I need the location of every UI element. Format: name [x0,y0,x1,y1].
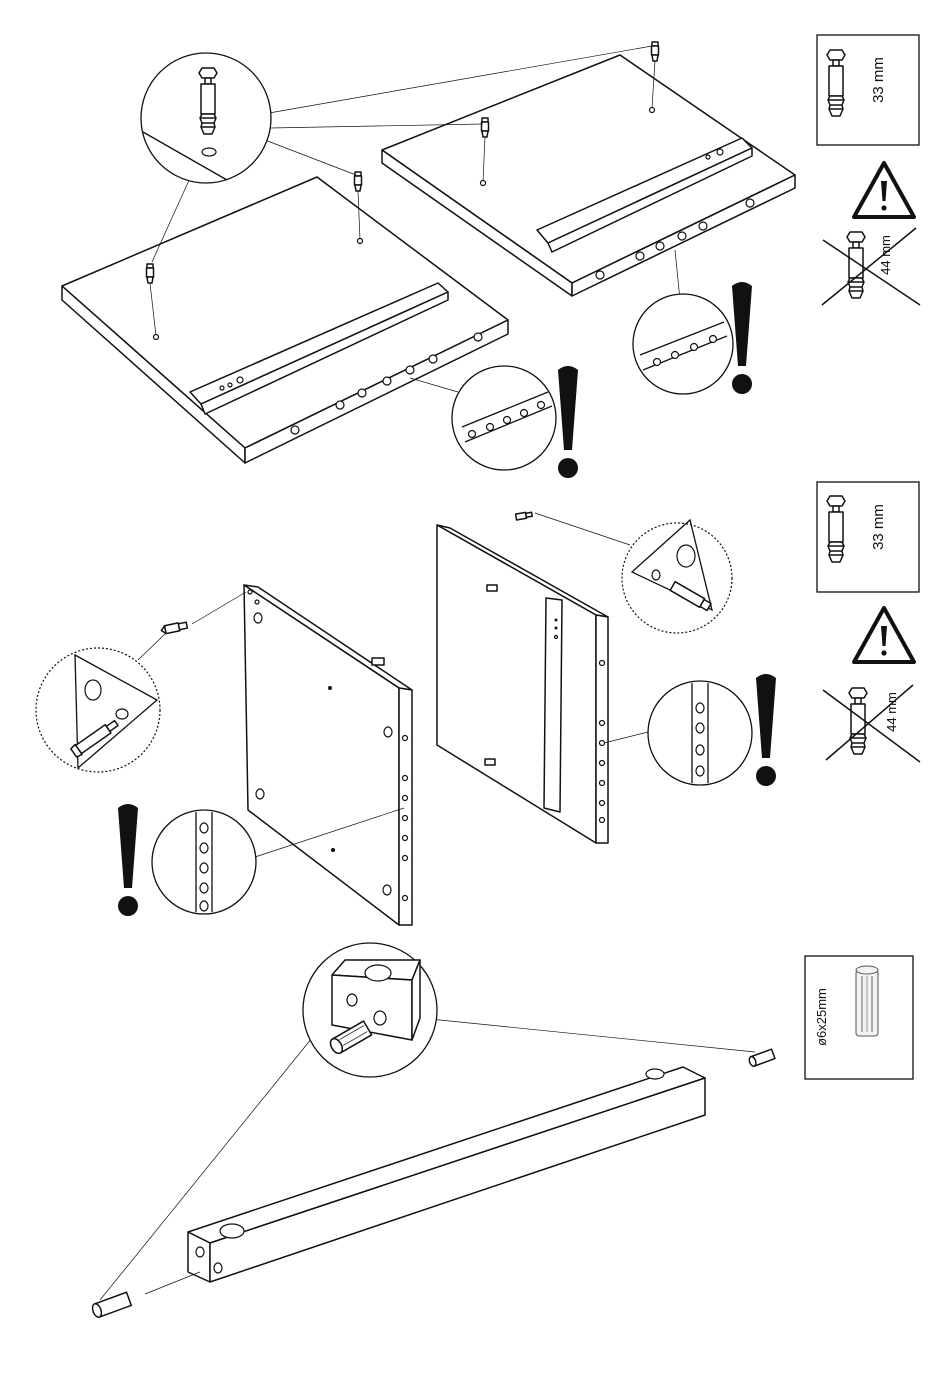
exclamation-icon [732,282,752,394]
edge-holes-detail-left [410,366,556,470]
right-bottom-panel [382,42,795,296]
support-rail [188,1067,705,1282]
wrong-cam-warning: 44 mm [823,608,920,762]
wrong-cam-length-label: 44 mm [878,235,893,275]
step3-diagram: ø6x25mm [91,943,913,1318]
dowel-size-label: ø6x25mm [814,988,829,1046]
wood-dowel-icon [91,1292,131,1318]
cam-bolt-icon [827,496,845,562]
cam-bolt-length-label: 33 mm [870,504,887,550]
cam-bolt-length-label: 33 mm [870,57,887,103]
right-side-panel [437,511,630,843]
exclamation-icon [558,366,578,478]
cam-bolt-icon [827,50,845,116]
cam-bolt-icon [847,232,865,298]
wood-dowel-icon [856,966,878,1036]
left-bottom-panel [62,172,508,463]
exclamation-icon [756,674,776,786]
cam-insertion-detail-right [622,520,732,633]
step2-diagram: 33 mm 44 mm [36,482,920,925]
step1-diagram: 33 mm 44 mm [62,35,920,478]
wrong-cam-warning: 44 mm [822,163,920,305]
exclamation-icon [118,804,138,916]
cam-insertion-detail-left [36,634,165,772]
edge-holes-detail-right-side [604,681,752,785]
warning-triangle-icon [854,608,914,662]
cam-bolt-callout-box: 33 mm [817,35,919,145]
dowel-callout-box: ø6x25mm [805,956,913,1079]
cam-bolt-callout-box: 33 mm [817,482,919,592]
warning-triangle-icon [854,163,914,217]
edge-holes-detail-right [633,250,733,394]
